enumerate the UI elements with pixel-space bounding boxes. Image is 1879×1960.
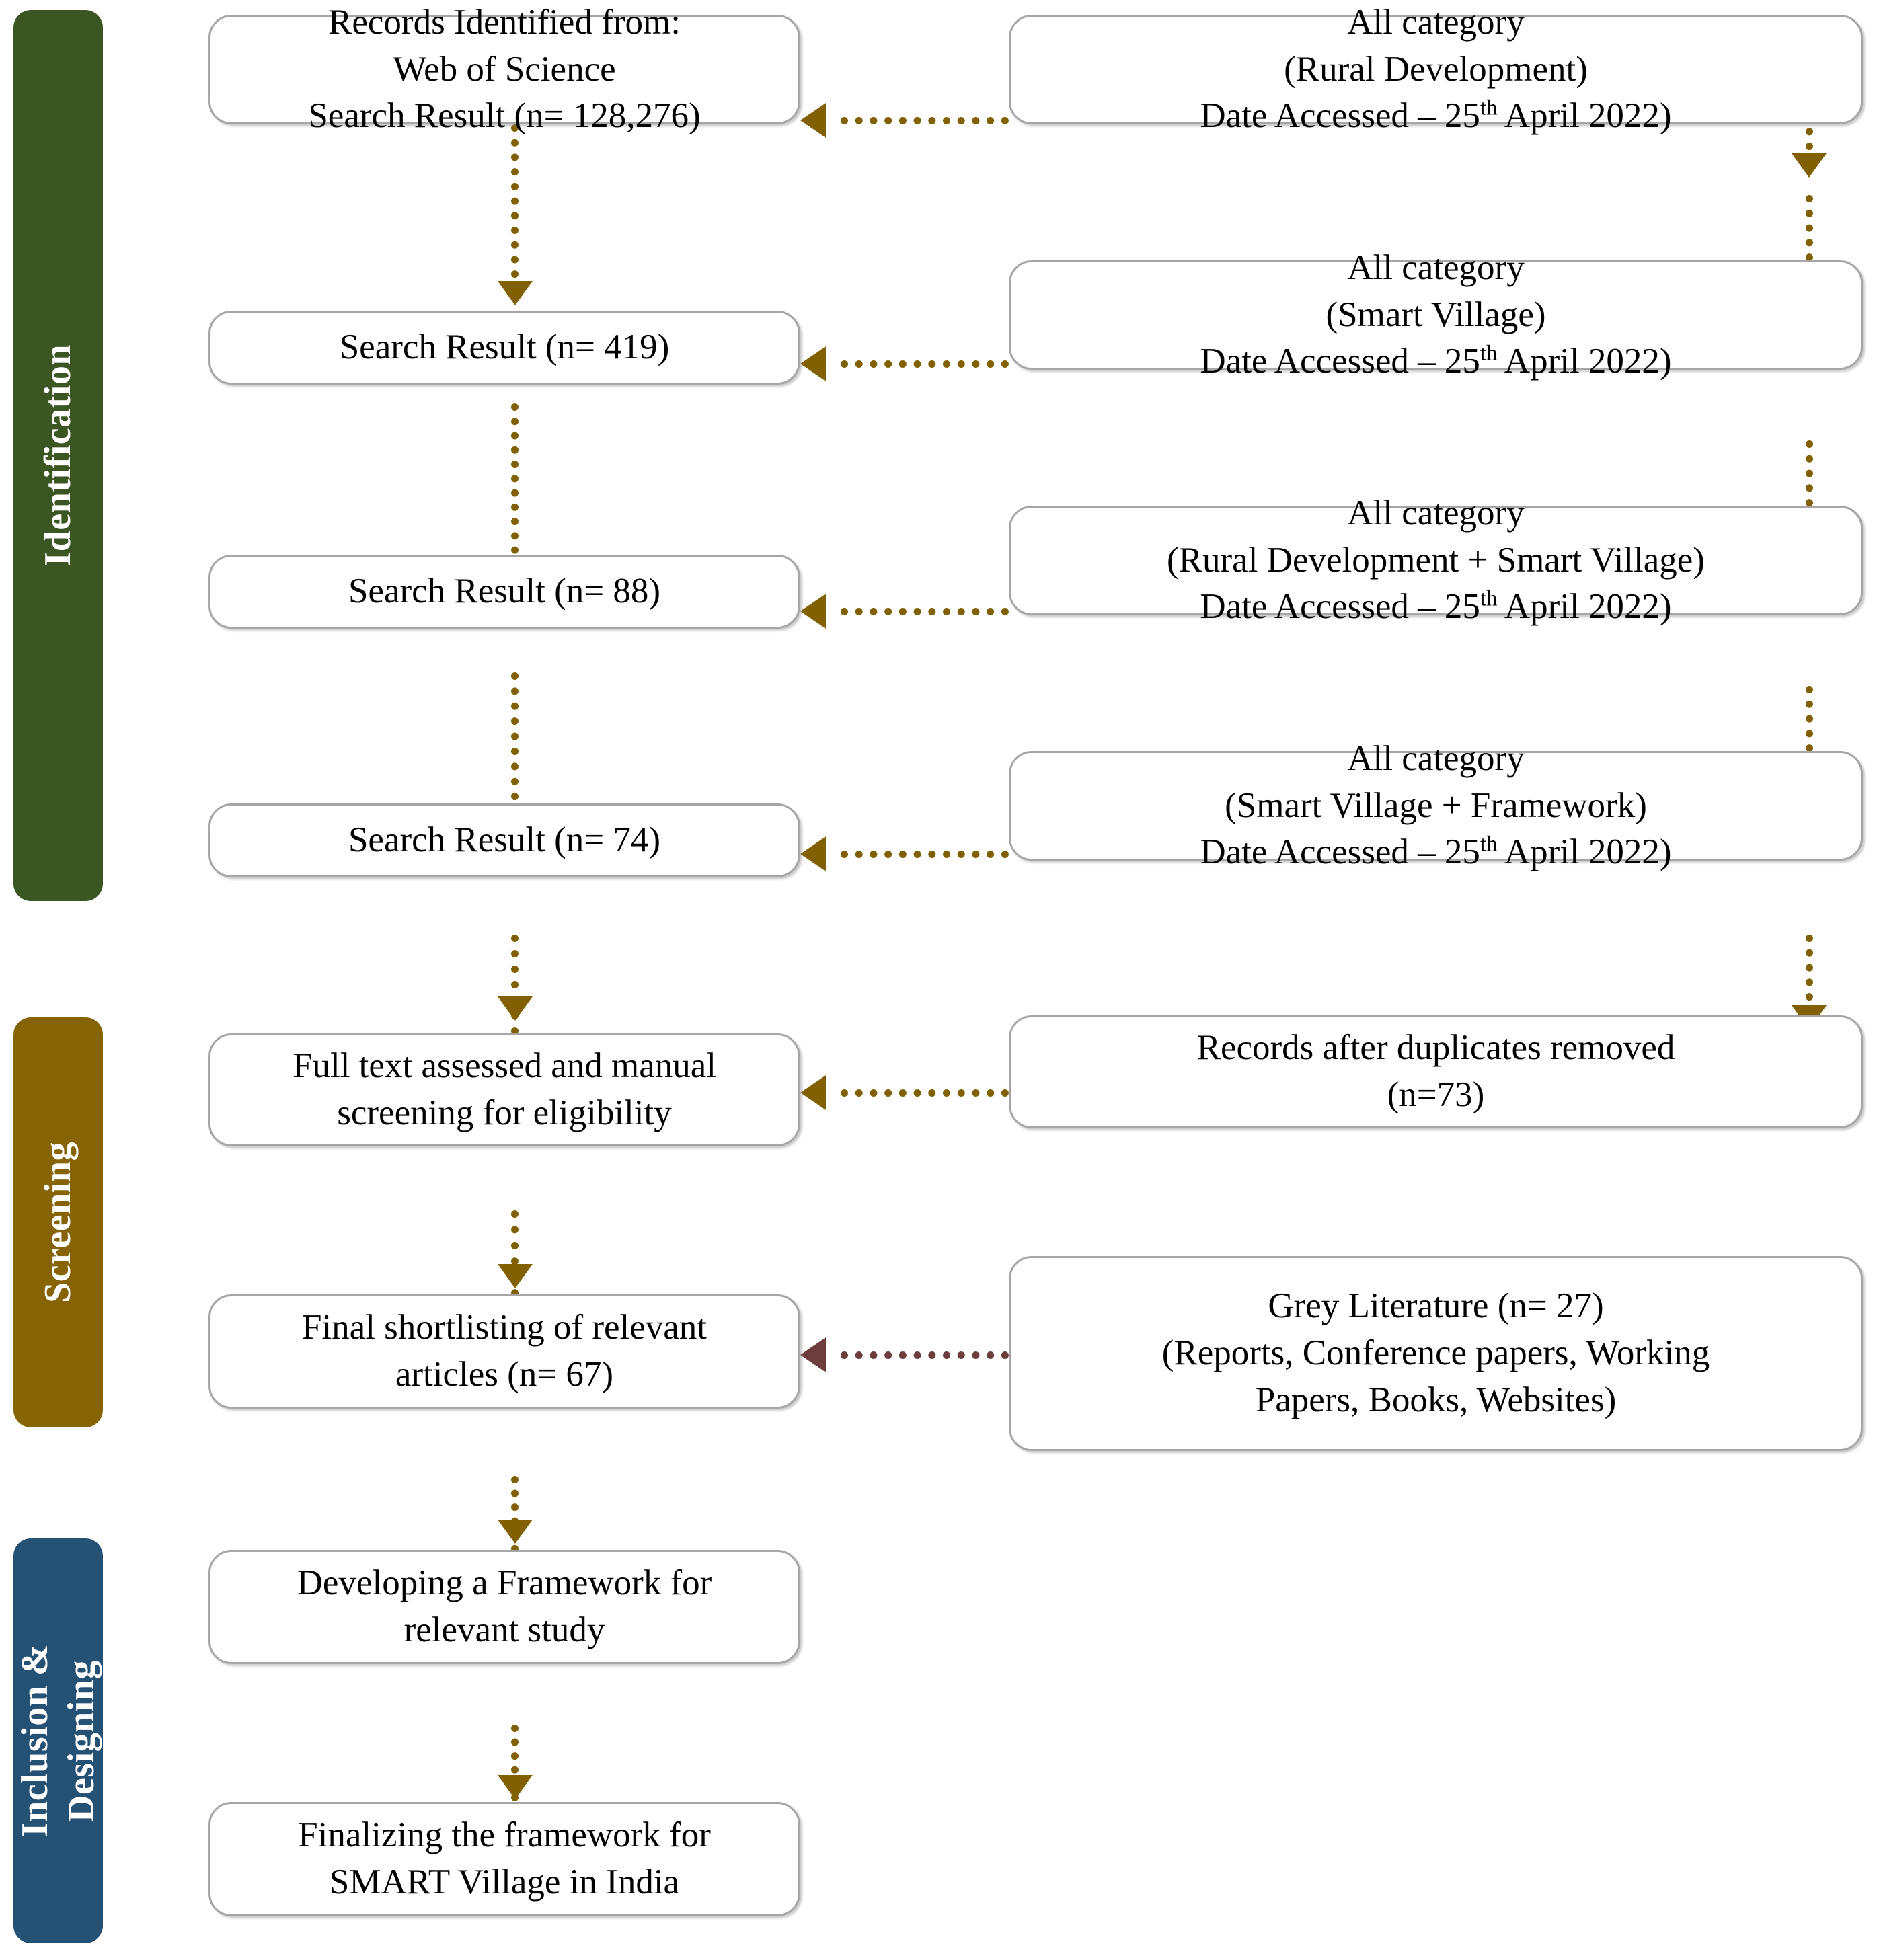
category-svfw-date-post: April 2022) [1497,832,1672,872]
category-sv-line1: All category [1347,247,1525,287]
category-rdsv-date-sup: th [1480,586,1498,611]
phase-label-inclusion-line2: Designing [60,1659,102,1822]
category-svfw-line1: All category [1347,738,1525,778]
category-sv-line3: Date Accessed – 25th April 2022) [1200,338,1671,385]
phase-label-identification: Identification [37,344,79,567]
phase-label-screening: Screening [37,1142,79,1303]
arrow-left-4 [800,836,826,871]
box-search-result-88[interactable]: Search Result (n= 88) [208,555,800,629]
connector-h-5 [841,1089,1009,1097]
category-rdsv-date-pre: Date Accessed – 25 [1200,587,1480,627]
category-rdsv-line3: Date Accessed – 25th April 2022) [1167,584,1705,631]
box-full-text-assessed[interactable]: Full text assessed and manual screening … [208,1033,800,1146]
box-full-text-assessed-text: Full text assessed and manual screening … [293,1046,716,1132]
box-records-identified[interactable]: Records Identified from: Web of Science … [208,3,800,135]
arrow-down-left-5 [498,1264,533,1288]
box-finalizing-framework-text: Finalizing the framework for SMART Villa… [298,1815,711,1902]
connector-h-2 [841,360,1009,368]
connector-right-4 [1806,686,1813,767]
box-records-after-duplicates[interactable]: Records after duplicates removed (n=73) [1009,1015,1863,1128]
box-search-result-88-text: Search Result (n= 88) [348,572,661,611]
category-sv-line2: (Smart Village) [1326,295,1546,334]
arrow-down-left-7 [498,1775,533,1799]
connector-h-4 [841,851,1009,858]
category-rdsv-line2: (Rural Development + Smart Village) [1167,540,1705,580]
category-sv-date-sup: th [1480,341,1498,366]
box-final-shortlisting-text: Final shortlisting of relevant articles … [301,1308,707,1394]
category-svfw-date-pre: Date Accessed – 25 [1200,832,1480,872]
box-finalizing-framework[interactable]: Finalizing the framework for SMART Villa… [208,1802,800,1916]
category-svfw-line2: (Smart Village + Framework) [1225,785,1647,825]
phase-label-inclusion-line1: Inclusion & [14,1644,56,1838]
arrow-down-right-1 [1792,153,1827,178]
box-grey-literature[interactable]: Grey Literature (n= 27) (Reports, Confer… [1009,1256,1863,1451]
box-search-result-419[interactable]: Search Result (n= 419) [208,311,800,385]
box-final-shortlisting[interactable]: Final shortlisting of relevant articles … [208,1294,800,1409]
arrow-down-left-4 [498,996,533,1021]
phase-sidebar-identification: Identification [13,10,103,901]
arrow-left-5 [800,1075,826,1110]
category-svfw-line3: Date Accessed – 25th April 2022) [1200,829,1671,876]
box-search-result-74[interactable]: Search Result (n= 74) [208,803,800,877]
box-category-smart-plus-framework[interactable]: All category (Smart Village + Framework)… [1009,739,1863,871]
connector-right-1 [1806,84,1813,165]
category-rd-date-sup: th [1480,95,1498,120]
arrow-left-2 [800,346,826,381]
box-category-rural-development[interactable]: All category (Rural Development) Date Ac… [1009,3,1863,135]
arrow-left-3 [800,594,826,629]
connector-left-3 [511,672,519,830]
phase-sidebar-inclusion-designing: Inclusion & Designing [13,1538,103,1943]
category-rd-line3: Date Accessed – 25th April 2022) [1200,93,1671,140]
box-search-result-419-text: Search Result (n= 419) [339,327,670,367]
connector-h-grey-literature [841,1351,1009,1359]
connector-left-2 [511,403,519,568]
category-svfw-date-sup: th [1480,832,1498,857]
arrow-down-left-1 [498,281,533,305]
category-rd-date-post: April 2022) [1497,96,1672,136]
category-rd-date-pre: Date Accessed – 25 [1200,96,1480,136]
box-category-smart-village[interactable]: All category (Smart Village) Date Access… [1009,248,1863,381]
category-rd-line2: (Rural Development) [1284,49,1588,89]
box-developing-framework-text: Developing a Framework for relevant stud… [297,1563,712,1649]
connector-right-5 [1806,935,1813,1015]
box-records-identified-text: Records Identified from: Web of Science … [308,2,701,136]
category-rdsv-line1: All category [1347,493,1525,533]
connector-right-2 [1806,195,1813,276]
box-category-rural-plus-smart[interactable]: All category (Rural Development + Smart … [1009,494,1863,626]
connector-right-3 [1806,440,1813,521]
category-sv-date-post: April 2022) [1497,342,1672,381]
box-search-result-74-text: Search Result (n= 74) [348,820,661,860]
arrow-left-grey-literature [800,1337,826,1372]
category-rdsv-date-post: April 2022) [1497,587,1672,627]
box-developing-framework[interactable]: Developing a Framework for relevant stud… [208,1550,800,1664]
connector-h-3 [841,608,1009,615]
connector-h-1 [841,117,1009,124]
category-rd-line1: All category [1347,2,1525,42]
phase-sidebar-screening: Screening [13,1017,103,1427]
arrow-left-1 [800,103,826,138]
arrow-down-left-6 [498,1520,533,1544]
connector-left-1 [511,124,519,292]
box-grey-literature-text: Grey Literature (n= 27) (Reports, Confer… [1161,1286,1710,1419]
box-records-after-duplicates-text: Records after duplicates removed (n=73) [1196,1028,1675,1114]
category-sv-date-pre: Date Accessed – 25 [1200,342,1480,381]
